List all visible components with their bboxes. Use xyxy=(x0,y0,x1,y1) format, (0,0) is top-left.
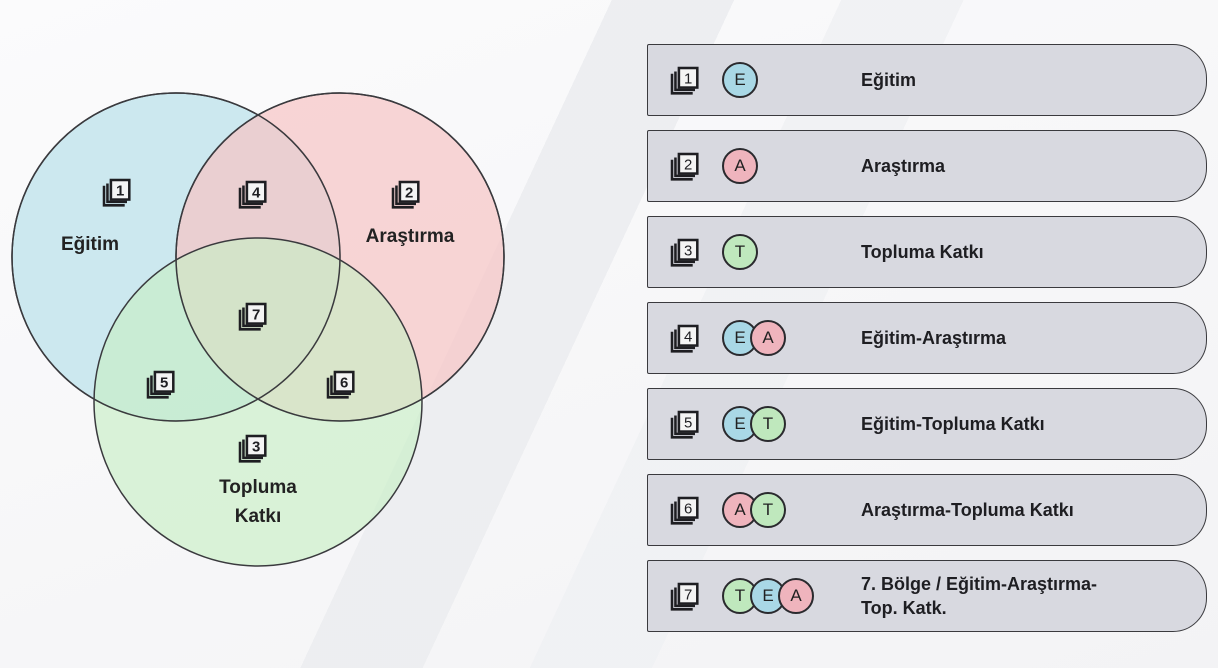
region-number: 1 xyxy=(684,71,692,88)
badge-group: T xyxy=(722,234,758,270)
region-5-number-icon: 5 xyxy=(670,410,699,439)
badge-topluma: T xyxy=(750,406,786,442)
region-number: 5 xyxy=(684,415,692,432)
region-4-number-icon: 4 xyxy=(238,180,267,209)
region-1-number-icon: 1 xyxy=(670,66,699,95)
legend-label-line1: 7. Bölge / Eğitim-Araştırma- xyxy=(861,574,1098,594)
region-number-icon: 6 xyxy=(670,496,699,525)
region-5-number-icon: 5 xyxy=(146,370,175,399)
region-6-number-icon: 6 xyxy=(670,496,699,525)
legend-row: 2 A Araştırma xyxy=(647,130,1207,202)
badge-group: A xyxy=(722,148,758,184)
region-number: 4 xyxy=(252,185,261,202)
region-number: 2 xyxy=(684,157,692,174)
region-number-icon: 5 xyxy=(670,410,699,439)
region-1-number-icon: 1 xyxy=(102,178,131,207)
region-number: 7 xyxy=(252,307,260,324)
legend-label: Topluma Katkı xyxy=(861,242,984,262)
legend-label-line2: Top. Katk. xyxy=(861,598,947,618)
legend-label: Araştırma xyxy=(861,156,946,176)
region-3-number-icon: 3 xyxy=(670,238,699,267)
badge-arastirma: A xyxy=(722,148,758,184)
venn-diagram: 1 2 3 4 5 6 7 Eğitim Araştırma Topluma Katkı xyxy=(11,92,505,567)
region-number: 1 xyxy=(116,183,124,200)
badge-topluma: T xyxy=(750,492,786,528)
region-4-number-icon: 4 xyxy=(670,324,699,353)
region-7-number-icon: 7 xyxy=(670,582,699,611)
badge-topluma: T xyxy=(722,234,758,270)
region-number-icon: 1 xyxy=(670,66,699,95)
label-arastirma: Araştırma xyxy=(366,226,455,247)
label-egitim: Eğitim xyxy=(61,234,119,255)
legend-label: Eğitim-Araştırma xyxy=(861,328,1007,348)
legend-row: 1 E Eğitim xyxy=(647,44,1207,116)
region-number: 6 xyxy=(684,501,692,518)
legend-label: Eğitim-Topluma Katkı xyxy=(861,414,1045,434)
legend-label: 7. Bölge / Eğitim-Araştırma- Top. Katk. xyxy=(861,561,1097,631)
region-7-number-icon: 7 xyxy=(238,302,267,331)
region-number: 5 xyxy=(160,375,168,392)
region-number-icon: 2 xyxy=(670,152,699,181)
region-number: 3 xyxy=(252,439,260,456)
badge-arastirma: A xyxy=(750,320,786,356)
region-2-number-icon: 2 xyxy=(391,180,420,209)
legend-label: Eğitim xyxy=(861,70,917,90)
region-number: 3 xyxy=(684,243,692,260)
circle-topluma xyxy=(93,237,423,567)
badge-arastirma: A xyxy=(778,578,814,614)
legend-row: 3 T Topluma Katkı xyxy=(647,216,1207,288)
legend-label: Araştırma-Topluma Katkı xyxy=(861,500,1074,520)
label-topluma-line2: Katkı xyxy=(235,506,281,527)
region-number: 7 xyxy=(684,587,692,604)
region-3-number-icon: 3 xyxy=(238,434,267,463)
badge-group: E xyxy=(722,62,758,98)
region-number: 4 xyxy=(684,329,692,346)
region-number-icon: 3 xyxy=(670,238,699,267)
venn-labels: Eğitim Araştırma Topluma Katkı xyxy=(61,226,455,527)
region-number-icon: 4 xyxy=(670,324,699,353)
region-6-number-icon: 6 xyxy=(326,370,355,399)
venn-circles xyxy=(11,92,505,567)
region-2-number-icon: 2 xyxy=(670,152,699,181)
label-topluma-line1: Topluma xyxy=(219,477,297,498)
badge-egitim: E xyxy=(750,578,786,614)
region-number: 2 xyxy=(405,185,413,202)
region-number: 6 xyxy=(340,375,348,392)
region-number-icon: 7 xyxy=(670,582,699,611)
legend: 1 E Eğitim 2 A Araştırma 3 T Topluma Kat… xyxy=(647,44,1207,646)
badge-egitim: E xyxy=(722,62,758,98)
